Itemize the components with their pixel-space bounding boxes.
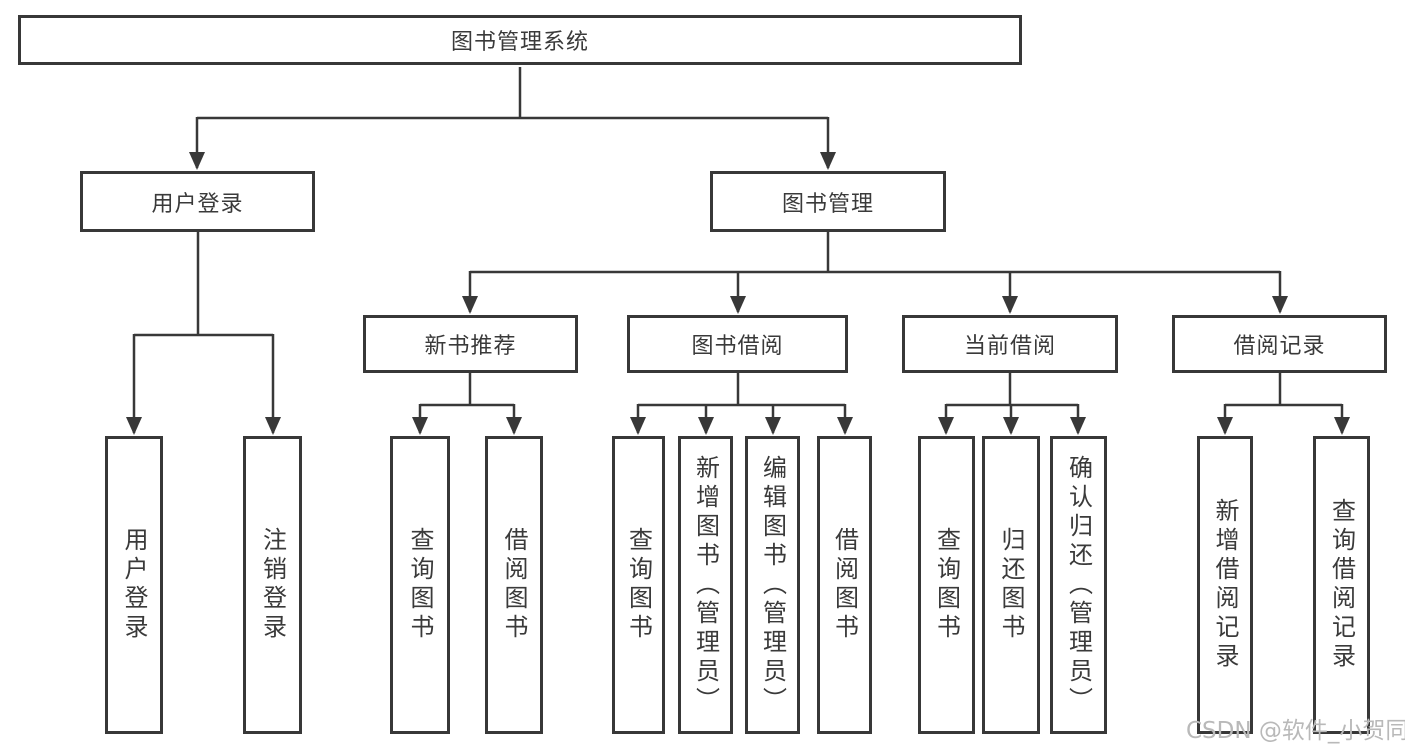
leaf-logout-label: 注销登录 — [258, 527, 287, 643]
leaf-logout: 注销登录 — [243, 436, 302, 734]
leaf-cb-return-books: 归还图书 — [982, 436, 1040, 734]
leaf-cb-query-books: 查询图书 — [918, 436, 975, 734]
leaf-cb-confirm-return-admin-label: 确认归还（管理员） — [1064, 454, 1093, 716]
leaf-nb-query-books: 查询图书 — [390, 436, 450, 734]
leaf-cb-return-books-label: 归还图书 — [997, 527, 1025, 643]
leaf-cb-confirm-return-admin: 确认归还（管理员） — [1050, 436, 1107, 734]
csdn-watermark: CSDN @软件_小贺同学 — [1186, 718, 1405, 744]
node-book-borrow-label: 图书借阅 — [691, 334, 784, 359]
node-root-label: 图书管理系统 — [450, 30, 589, 55]
leaf-bb-query-books: 查询图书 — [612, 436, 665, 734]
leaf-bb-borrow-books-label: 借阅图书 — [830, 527, 859, 643]
leaf-nb-borrow-books-label: 借阅图书 — [500, 527, 528, 643]
leaf-bb-query-books-label: 查询图书 — [624, 527, 653, 643]
node-user-login-label: 用户登录 — [151, 191, 244, 217]
leaf-br-query-record-label: 查询借阅记录 — [1327, 498, 1356, 672]
leaf-bb-edit-books-admin: 编辑图书（管理员） — [745, 436, 800, 734]
leaf-bb-borrow-books: 借阅图书 — [817, 436, 872, 734]
leaf-br-add-record: 新增借阅记录 — [1197, 436, 1253, 734]
node-new-book-recommend-label: 新书推荐 — [424, 334, 517, 359]
leaf-nb-query-books-label: 查询图书 — [406, 527, 434, 643]
node-new-book-recommend: 新书推荐 — [363, 315, 578, 373]
leaf-nb-borrow-books: 借阅图书 — [485, 436, 543, 734]
leaf-bb-add-books-admin-label: 新增图书（管理员） — [691, 454, 720, 716]
leaf-user-login-label: 用户登录 — [120, 527, 148, 643]
node-book-borrow: 图书借阅 — [627, 315, 848, 373]
leaf-br-query-record: 查询借阅记录 — [1313, 436, 1370, 734]
node-book-management-label: 图书管理 — [781, 191, 874, 217]
leaf-bb-edit-books-admin-label: 编辑图书（管理员） — [758, 454, 787, 716]
node-book-management: 图书管理 — [710, 171, 946, 232]
node-borrow-records-label: 借阅记录 — [1233, 334, 1326, 359]
node-current-borrow: 当前借阅 — [902, 315, 1118, 373]
node-borrow-records: 借阅记录 — [1172, 315, 1387, 373]
leaf-user-login: 用户登录 — [105, 436, 163, 734]
node-root: 图书管理系统 — [18, 15, 1022, 65]
leaf-br-add-record-label: 新增借阅记录 — [1211, 498, 1239, 672]
leaf-bb-add-books-admin: 新增图书（管理员） — [678, 436, 733, 734]
leaf-cb-query-books-label: 查询图书 — [932, 527, 961, 643]
node-current-borrow-label: 当前借阅 — [963, 334, 1056, 359]
node-user-login: 用户登录 — [80, 171, 315, 232]
